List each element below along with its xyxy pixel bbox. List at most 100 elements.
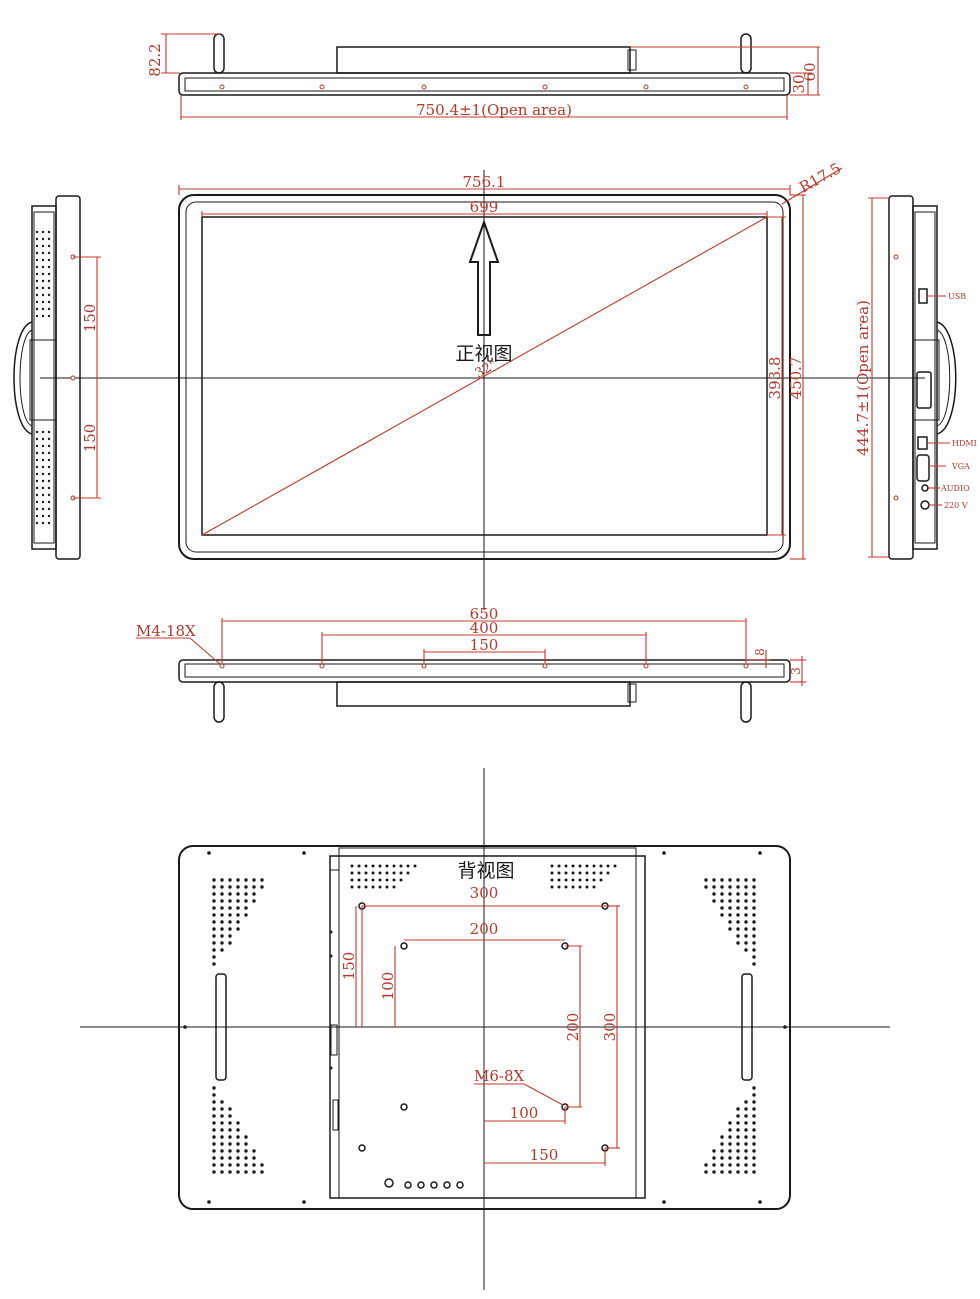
vent-dot	[736, 1114, 740, 1118]
vent-dot	[220, 1142, 224, 1146]
vent-dot	[35, 307, 39, 311]
vent-dot	[47, 251, 51, 255]
vent-dot	[744, 1121, 748, 1125]
vent-dot	[599, 871, 603, 875]
vent-dot	[41, 514, 45, 518]
vent-dot	[212, 1093, 216, 1097]
vent-dot	[212, 1100, 216, 1104]
vent-dot	[244, 1170, 248, 1174]
vent-dot	[758, 1200, 762, 1204]
vent-dot	[35, 230, 39, 234]
bottom-depth-1-label: 8	[753, 648, 767, 656]
vent-dot	[236, 1121, 240, 1125]
vent-dot	[752, 885, 756, 889]
vent-dot	[41, 451, 45, 455]
vent-dot	[728, 892, 732, 896]
vent-dot	[378, 885, 382, 889]
vent-dot	[260, 885, 264, 889]
vent-dot	[47, 272, 51, 276]
bottom-span-outer-label: 650	[470, 605, 499, 623]
vent-dot	[752, 934, 756, 938]
vent-dot	[41, 493, 45, 497]
vent-dot	[585, 878, 589, 882]
vent-dot	[364, 878, 368, 882]
vent-dot	[752, 906, 756, 910]
vent-dot	[550, 885, 554, 889]
bottom-span-inner-label: 150	[470, 636, 499, 654]
vent-dot	[228, 906, 232, 910]
vent-dot	[236, 899, 240, 903]
vent-dot	[712, 885, 716, 889]
vent-dot	[212, 920, 216, 924]
top-view: 82.2 30 60 750.4±1(Open area)	[146, 33, 820, 120]
vent-dot	[392, 885, 396, 889]
vent-dot	[35, 465, 39, 469]
vent-dot	[557, 871, 561, 875]
vent-dot	[35, 458, 39, 462]
vent-dot	[252, 1149, 256, 1153]
vent-dot	[212, 899, 216, 903]
vent-dot	[41, 486, 45, 490]
back-vesa-width-outer-label: 300	[470, 884, 499, 902]
vent-dot	[41, 521, 45, 525]
vent-dot	[35, 237, 39, 241]
vent-dot	[371, 885, 375, 889]
vent-dot	[244, 899, 248, 903]
vent-dot	[41, 479, 45, 483]
vent-dot	[406, 864, 410, 868]
vent-dot	[752, 962, 756, 966]
vent-dot	[752, 927, 756, 931]
vent-dot	[357, 871, 361, 875]
back-offset-bottom-inner-label: 100	[510, 1104, 539, 1122]
vent-dot	[236, 1142, 240, 1146]
vent-dot	[752, 1128, 756, 1132]
front-outer-height-label: 450.7	[787, 357, 805, 400]
vent-dot	[592, 871, 596, 875]
right-open-area-label: 444.7±1(Open area)	[854, 300, 872, 456]
vent-dot	[47, 430, 51, 434]
vent-dot	[557, 878, 561, 882]
back-screw-label: M6-8X	[474, 1067, 525, 1085]
vent-dot	[744, 1114, 748, 1118]
vent-dot	[41, 430, 45, 434]
vent-dot	[744, 941, 748, 945]
vent-dot	[228, 1114, 232, 1118]
vent-dot	[736, 899, 740, 903]
vent-dot	[236, 1135, 240, 1139]
vent-dot	[592, 878, 596, 882]
vent-dot	[728, 906, 732, 910]
back-offset-left-inner-label: 100	[379, 972, 397, 1001]
vent-dot	[236, 920, 240, 924]
vent-dot	[252, 1163, 256, 1167]
left-side-view: 150 150	[13, 195, 101, 560]
vent-dot	[41, 465, 45, 469]
vent-dot	[728, 1156, 732, 1160]
vent-dot	[41, 272, 45, 276]
back-view: 300 200 150 100 200 300 M6-8X 100 150 背视…	[80, 768, 890, 1290]
vent-dot	[212, 1170, 216, 1174]
vent-dot	[357, 864, 361, 868]
vent-dot	[736, 878, 740, 882]
vent-dot	[744, 1100, 748, 1104]
vent-dot	[47, 486, 51, 490]
vent-dot	[662, 1200, 666, 1204]
vent-dot	[35, 244, 39, 248]
vent-dot	[47, 279, 51, 283]
vent-dot	[220, 927, 224, 931]
vent-dot	[220, 1128, 224, 1132]
front-screen-height-label: 393.8	[766, 357, 784, 400]
vent-dot	[212, 1086, 216, 1090]
vent-dot	[47, 307, 51, 311]
vent-dot	[564, 878, 568, 882]
vent-dot	[571, 878, 575, 882]
vent-dot	[228, 885, 232, 889]
vent-dot	[41, 507, 45, 511]
vent-dot	[399, 878, 403, 882]
vent-dot	[712, 1149, 716, 1153]
vent-dot	[571, 871, 575, 875]
vent-dot	[728, 1121, 732, 1125]
vent-dot	[212, 1121, 216, 1125]
vent-dot	[585, 871, 589, 875]
vent-dot	[47, 465, 51, 469]
vent-dot	[220, 913, 224, 917]
